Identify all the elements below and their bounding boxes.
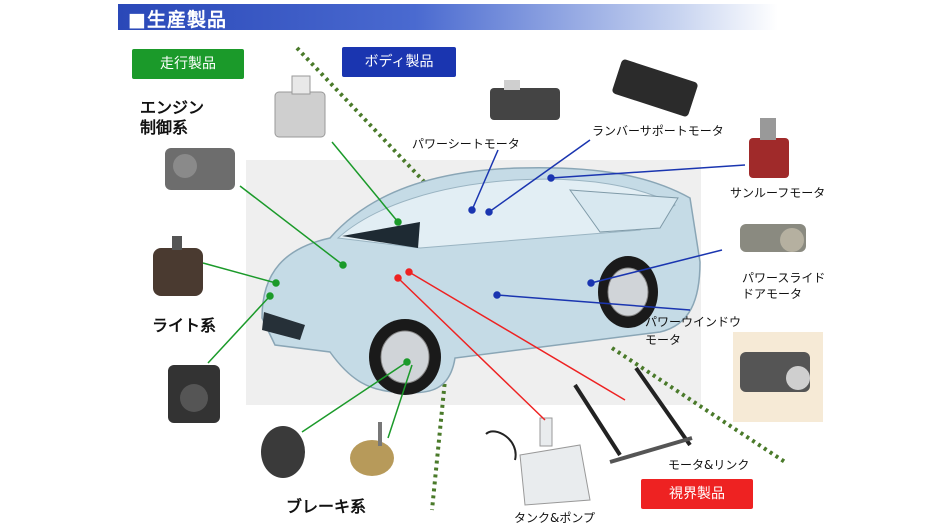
divider-bottom: [430, 369, 448, 511]
running-leader-lines: [202, 141, 413, 439]
tank-pump-label: タンク&ポンプ: [514, 511, 595, 525]
power-slide-door-motor-label: パワースライド ドアモータ: [742, 270, 825, 302]
motor-link-label: モータ&リンク: [668, 458, 750, 472]
sunroof-motor-image: [749, 118, 789, 178]
wiper-motor-link-image: [573, 366, 693, 464]
power-slide-door-motor-label-line2: ドアモータ: [742, 287, 803, 301]
engine-control-motor-image: [165, 148, 235, 190]
vision-leader-lines: [394, 268, 626, 421]
power-window-motor-label: パワーウインドウ モータ: [645, 313, 741, 349]
power-window-motor-label-line1: パワーウインドウ: [645, 315, 742, 329]
running-motor-image: [274, 75, 326, 138]
brake-system-label: ブレーキ系: [286, 497, 367, 516]
light-system-label: ライト系: [152, 316, 217, 335]
power-slide-door-motor-label-line1: パワースライド: [742, 271, 826, 285]
body-leader-lines: [468, 139, 746, 311]
light-motor-image: [153, 236, 203, 296]
engine-control-label: エンジン 制御系: [140, 98, 204, 138]
engine-control-label-line1: エンジン: [140, 98, 205, 117]
running-products-badge: 走行製品: [132, 49, 244, 79]
brake-motor-image: [261, 426, 305, 478]
light-motor-image-2: [168, 365, 220, 423]
washer-tank-pump-image: [485, 417, 591, 506]
vision-products-badge: 視界製品: [641, 479, 753, 509]
divider-top: [295, 46, 434, 192]
power-seat-motor-label: パワーシートモータ: [412, 137, 520, 151]
sunroof-motor-label: サンルーフモータ: [730, 186, 826, 200]
body-products-badge: ボディ製品: [342, 47, 456, 77]
section-title: ■生産製品: [128, 9, 227, 31]
lumbar-support-motor-image: [612, 59, 698, 117]
section-header: ■生産製品: [118, 4, 778, 31]
engine-control-label-line2: 制御系: [140, 118, 189, 137]
power-window-motor-label-line2: モータ: [645, 333, 682, 347]
power-seat-motor-image: [490, 80, 560, 120]
power-slide-door-motor-image: [740, 224, 806, 252]
lumbar-support-motor-label: ランバーサポートモータ: [592, 124, 724, 138]
brake-motor-image-2: [350, 422, 394, 476]
power-window-motor-image: [740, 352, 810, 392]
